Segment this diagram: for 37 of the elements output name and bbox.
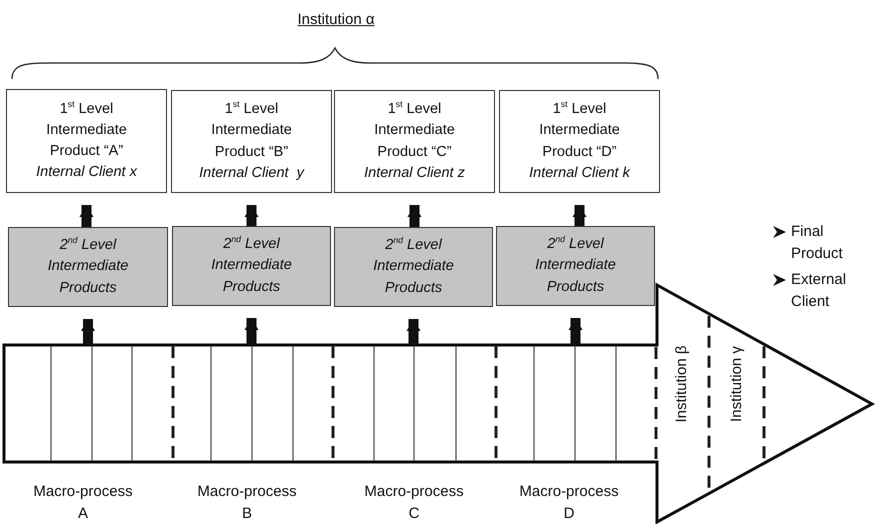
macro-process-label: Macro-process C: [363, 482, 465, 524]
client-label: Internal Client k: [529, 164, 630, 183]
product-box: [499, 90, 660, 193]
product-box: [334, 90, 495, 193]
product-box: [6, 89, 167, 193]
arrow: [406, 319, 420, 345]
product-label: 2$^{nd}$ Level Intermediate Products: [372, 235, 455, 298]
arrow: [572, 205, 586, 226]
product-label: 1$^{st}$ Level Intermediate Product “A”: [45, 98, 128, 161]
bullet-text: Final Product: [791, 222, 844, 264]
product-box: [8, 227, 168, 307]
product-label: 1$^{st}$ Level Intermediate Product “C”: [373, 99, 456, 162]
product-label: 2$^{nd}$ Level Intermediate Products: [534, 234, 617, 296]
band-label: Institution γ: [727, 346, 746, 422]
arrow: [408, 205, 422, 227]
product-label: 2$^{nd}$ Level Intermediate Products: [210, 234, 293, 296]
product-box: [496, 226, 655, 306]
arrow: [244, 318, 258, 345]
product-label: 1$^{st}$ Level Intermediate Product “D”: [538, 99, 621, 162]
band-label: Institution β: [672, 346, 692, 422]
product-box: [171, 90, 332, 193]
institution-title: Institution α: [297, 10, 375, 30]
macro-process-label: Macro-process A: [32, 482, 134, 524]
product-label: 2$^{nd}$ Level Intermediate Products: [46, 235, 130, 298]
product-box: [172, 226, 331, 306]
client-label: Internal Client y: [199, 164, 304, 183]
arrow: [568, 318, 582, 345]
bullet-text: External Client: [791, 270, 848, 312]
product-box: [334, 227, 493, 307]
arrow: [80, 205, 94, 227]
arrow: [244, 205, 258, 226]
macro-process-label: Macro-process D: [518, 482, 620, 524]
macro-process-label: Macro-process B: [196, 482, 298, 524]
product-label: 1$^{st}$ Level Intermediate Product “B”: [210, 99, 293, 162]
client-label: Internal Client x: [36, 163, 137, 182]
client-label: Internal Client z: [364, 164, 465, 183]
arrow: [81, 319, 95, 345]
